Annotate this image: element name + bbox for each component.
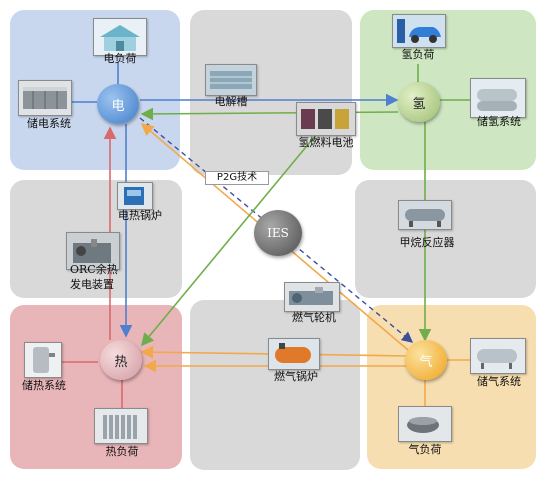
methanation-reactor-label: 甲烷反应器 (399, 236, 455, 249)
p2g-label: P2G技术 (205, 171, 269, 185)
heat-hub: 热 (100, 340, 142, 380)
orc-unit-image (66, 232, 120, 270)
ies-hub-label: IES (267, 226, 289, 240)
bottom-center-panel (190, 300, 360, 470)
heat-load-label: 热负荷 (105, 445, 139, 458)
hydrogen-hub-label: 氢 (412, 96, 426, 112)
fuel-cell-label: 氢燃料电池 (298, 136, 354, 149)
mid-right-panel (355, 180, 536, 298)
gas-hub: 气 (405, 340, 447, 380)
electric-load-image (93, 18, 147, 56)
gas-storage-label: 储气系统 (477, 375, 521, 388)
heat-hub-label: 热 (114, 354, 128, 370)
orc-unit-label-line2: 发电装置 (70, 278, 114, 291)
orc-unit-label-line1: ORC余热 (70, 263, 118, 276)
hydrogen-load-label: 氢负荷 (401, 48, 435, 61)
electric-storage-image (18, 80, 72, 116)
gas-storage-image (470, 338, 526, 374)
arrow-h2-to-elec (140, 107, 399, 121)
fuel-cell-image (296, 102, 356, 136)
arrow-h2-to-heat (140, 129, 321, 347)
gas-turbine-image (284, 282, 340, 312)
electrolyzer-image (205, 64, 257, 96)
electrolyzer-label: 电解槽 (214, 95, 248, 108)
gas-boiler-image (268, 338, 320, 370)
methanation-reactor-image (398, 200, 452, 230)
electricity-hub: 电 (97, 84, 139, 124)
heat-load-image (94, 408, 148, 444)
heat-storage-image (24, 342, 62, 378)
electric-load-label: 电负荷 (103, 52, 137, 65)
hydrogen-storage-label: 储氢系统 (477, 115, 521, 128)
ies-hub: IES (254, 210, 302, 256)
electricity-hub-label: 电 (111, 98, 125, 114)
hydrogen-storage-image (470, 78, 526, 118)
heat-storage-label: 储热系统 (22, 379, 66, 392)
hydrogen-load-image (392, 14, 446, 48)
gas-load-label: 气负荷 (408, 443, 442, 456)
hydrogen-hub: 氢 (398, 82, 440, 122)
gas-boiler-label: 燃气锅炉 (274, 370, 318, 383)
arrow-p2g (139, 117, 414, 343)
electric-storage-label: 储电系统 (27, 117, 71, 130)
gas-hub-label: 气 (419, 354, 433, 370)
electric-boiler-image (117, 182, 153, 210)
gas-load-image (398, 406, 452, 442)
gas-turbine-label: 燃气轮机 (292, 311, 336, 324)
electric-boiler-label: 电热锅炉 (118, 209, 162, 222)
